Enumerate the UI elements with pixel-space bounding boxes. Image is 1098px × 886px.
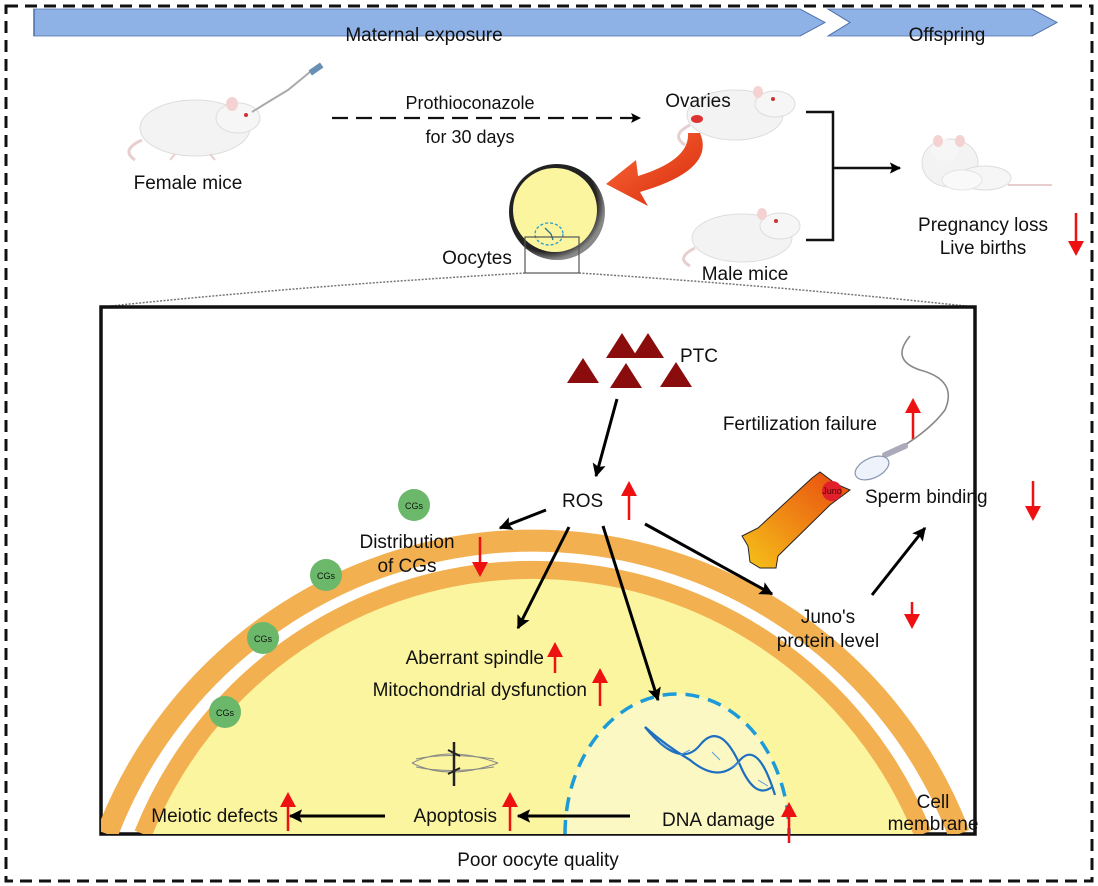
oocytes-label: Oocytes — [442, 248, 512, 269]
mating-bracket — [806, 110, 835, 242]
arrow-juno-to-sperm — [870, 526, 927, 596]
cell-membrane-line1: Cell — [917, 792, 950, 813]
outcome-line2: Live births — [940, 238, 1027, 259]
arrow-ptc-to-ros — [592, 398, 619, 478]
zoom-selection-box — [524, 236, 580, 274]
phase-banner: Maternal exposure Offspring — [33, 8, 1059, 46]
sperm-binding-label: Sperm binding — [865, 487, 988, 508]
spindle-up-arrow-icon — [547, 642, 563, 673]
juno-protein-line1: Juno's — [801, 607, 855, 628]
curved-red-arrow — [606, 133, 703, 206]
svg-text:CGs: CGs — [405, 501, 424, 511]
meiotic-up-arrow-icon — [280, 792, 296, 831]
ptc-molecules-icon — [567, 333, 692, 388]
cgs-granule: CGs — [209, 696, 241, 728]
cell-membrane-line2: membrane — [888, 814, 979, 835]
outer-dashed-frame — [4, 4, 1094, 883]
dna-up-arrow-icon — [781, 802, 797, 843]
aberrant-spindle-label: Aberrant spindle — [406, 648, 544, 669]
dna-damage-label: DNA damage — [662, 810, 775, 831]
cgs-granule: CGs — [310, 559, 342, 591]
banner-arrow-maternal — [33, 8, 827, 37]
fertilization-failure-label: Fertilization failure — [723, 414, 877, 435]
male-mouse-icon — [682, 208, 801, 268]
sperm-icon — [854, 335, 950, 481]
juno-badge: Juno — [822, 486, 842, 496]
banner-arrow-offspring — [826, 8, 1059, 37]
distribution-cgs-line1: Distribution — [359, 532, 454, 553]
treatment-label-line2: for 30 days — [425, 127, 514, 147]
svg-text:CGs: CGs — [317, 571, 336, 581]
mito-up-arrow-icon — [592, 668, 608, 706]
nucleus — [563, 692, 791, 834]
dna-helix-icon — [644, 726, 777, 796]
apoptosis-label: Apoptosis — [414, 806, 497, 827]
fertilization-up-arrow-icon — [905, 398, 921, 440]
footer-caption: Poor oocyte quality — [457, 850, 619, 871]
juno-receptor-icon: Juno — [741, 471, 851, 569]
cgs-granule: CGs — [398, 489, 430, 521]
arrow-ros-to-dna — [601, 525, 661, 702]
svg-text:CGs: CGs — [254, 634, 273, 644]
oocyte-icon — [509, 164, 605, 260]
male-mice-label: Male mice — [702, 264, 789, 285]
ovary-icon — [691, 115, 703, 123]
svg-text:CGs: CGs — [216, 708, 235, 718]
ros-up-arrow-icon — [621, 481, 637, 520]
treatment-label-line1: Prothioconazole — [405, 93, 534, 113]
zoom-guide-right — [578, 272, 976, 308]
spindle-icon — [411, 742, 499, 786]
banner-offspring-label: Offspring — [909, 25, 986, 46]
distribution-cgs-line2: of CGs — [377, 556, 436, 577]
ptc-label: PTC — [680, 346, 718, 367]
apoptosis-up-arrow-icon — [502, 792, 518, 831]
treated-mouse-icon — [677, 86, 796, 147]
outcome-line1: Pregnancy loss — [918, 215, 1048, 236]
arrow-ros-to-juno — [644, 522, 774, 596]
sperm-binding-down-arrow-icon — [1025, 481, 1041, 521]
female-mice-label: Female mice — [134, 173, 243, 194]
cell-illustration — [101, 529, 970, 834]
meiotic-defects-label: Meiotic defects — [151, 806, 278, 827]
arrow-ros-to-cgs — [498, 508, 547, 530]
outcome-down-arrow-icon — [1068, 213, 1084, 256]
distribution-down-arrow-icon — [472, 537, 488, 577]
ovaries-label: Ovaries — [665, 91, 730, 112]
banner-maternal-label: Maternal exposure — [345, 25, 502, 46]
zoom-guide-left — [100, 272, 526, 308]
juno-down-arrow-icon — [904, 602, 920, 629]
female-mouse-icon — [127, 97, 261, 162]
gavage-needle-icon — [251, 62, 324, 113]
arrow-ros-to-spindle — [516, 526, 571, 630]
cgs-granule: CGs — [247, 622, 279, 654]
zona-pellucida — [101, 529, 970, 834]
ros-label: ROS — [562, 491, 603, 512]
mitochondrial-dysfunction-label: Mitochondrial dysfunction — [373, 680, 587, 701]
offspring-mice-icon — [921, 135, 1052, 191]
juno-protein-line2: protein level — [777, 631, 879, 652]
